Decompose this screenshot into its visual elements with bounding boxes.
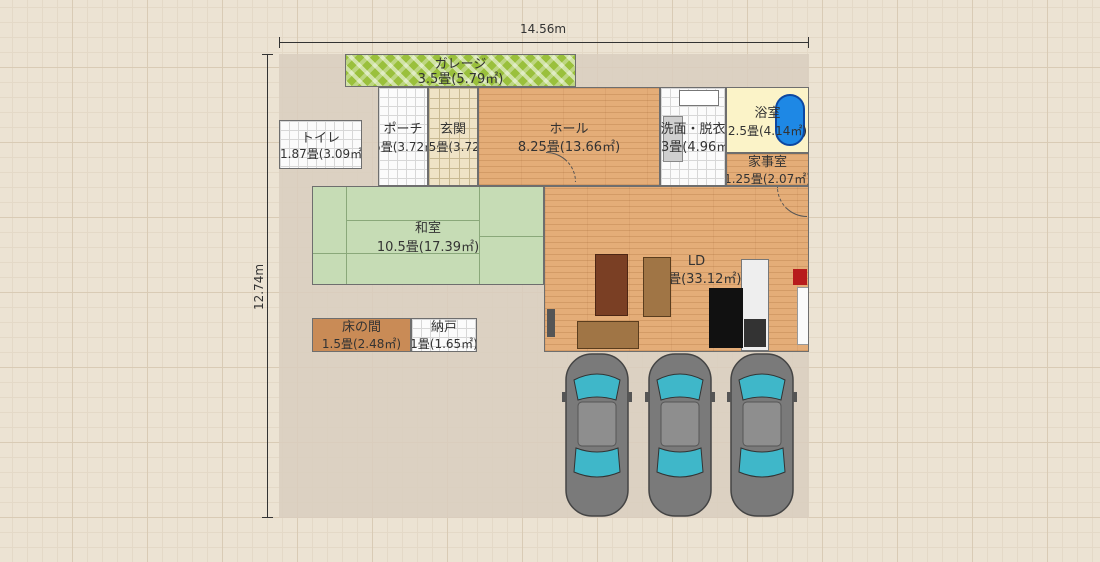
room-area: 3畳(4.96㎡) [661, 140, 725, 155]
tv-icon [547, 309, 555, 337]
room-ld[interactable]: LD 20畳(33.12㎡) [544, 186, 809, 352]
room-name: ポーチ [383, 122, 423, 137]
tatami-lines [346, 220, 479, 221]
shelf-icon [797, 287, 808, 345]
sofa-icon [577, 321, 639, 349]
room-name: 浴室 [754, 106, 781, 121]
fridge-icon [793, 269, 807, 285]
room-area: 1.25畳(2.07㎡) [726, 172, 809, 186]
room-garage[interactable]: ガレージ 3.5畳(5.79㎡) [345, 54, 576, 87]
room-area: 10.5畳(17.39㎡) [376, 240, 480, 255]
car-icon [727, 352, 797, 522]
room-name: トイレ [300, 131, 340, 146]
room-name: ホール [549, 122, 589, 137]
height-label: 12.74m [252, 263, 267, 311]
room-area: 2.5畳(4.14㎡) [727, 124, 808, 138]
room-name: 床の間 [341, 320, 381, 335]
dining-table-icon [595, 254, 628, 316]
room-name: 納戸 [430, 320, 457, 335]
bathtub-icon [775, 94, 805, 146]
stove-icon [744, 319, 766, 347]
room-area: 20畳(33.12㎡) [651, 272, 742, 287]
room-washitsu[interactable]: 和室 10.5畳(17.39㎡) [312, 186, 544, 285]
room-utility[interactable]: 家事室 1.25畳(2.07㎡) [726, 153, 809, 186]
door-swing-icon [546, 152, 576, 182]
room-storage[interactable]: 納戸 1畳(1.65㎡) [411, 318, 477, 352]
room-tokonoma[interactable]: 床の間 1.5畳(2.48㎡) [312, 318, 411, 352]
washer-icon [663, 116, 683, 162]
room-area: 1.5畳(2.48㎡) [321, 337, 402, 351]
room-hall[interactable]: ホール 8.25畳(13.66㎡) [478, 87, 660, 186]
room-name: LD [687, 254, 706, 269]
room-name: 洗面・脱衣 [660, 122, 726, 137]
tatami-lines [346, 253, 479, 254]
tatami-lines [479, 187, 480, 284]
tatami-lines [346, 187, 347, 284]
room-entrance[interactable]: 玄関 2.25畳(3.72㎡) [428, 87, 478, 186]
room-area: 1畳(1.65㎡) [411, 337, 477, 351]
room-name: ガレージ [434, 57, 487, 72]
room-bath[interactable]: 浴室 2.5畳(4.14㎡) [726, 87, 809, 153]
room-area: 2.25畳(3.72㎡) [428, 140, 477, 154]
room-porch[interactable]: ポーチ 2.25畳(3.72㎡) [378, 87, 428, 186]
width-label: 14.56m [520, 22, 567, 36]
door-swing-icon [777, 187, 807, 217]
tatami-lines [479, 236, 543, 237]
room-area: 8.25畳(13.66㎡) [517, 140, 621, 155]
tatami-lines [313, 253, 346, 254]
desk-icon [709, 288, 743, 348]
room-toilet[interactable]: トイレ 1.87畳(3.09㎡) [279, 120, 362, 169]
room-name: 玄関 [439, 122, 466, 137]
car-icon [645, 352, 715, 522]
room-area: 3.5畳(5.79㎡) [417, 72, 504, 87]
room-name: 和室 [414, 221, 441, 236]
room-washroom[interactable]: 洗面・脱衣 3畳(4.96㎡) [660, 87, 726, 186]
sofa-icon [643, 257, 671, 317]
room-area: 2.25畳(3.72㎡) [379, 140, 427, 154]
car-icon [562, 352, 632, 522]
room-area: 1.87畳(3.09㎡) [280, 147, 362, 161]
sink-icon [679, 90, 719, 106]
room-name: 家事室 [747, 155, 787, 170]
